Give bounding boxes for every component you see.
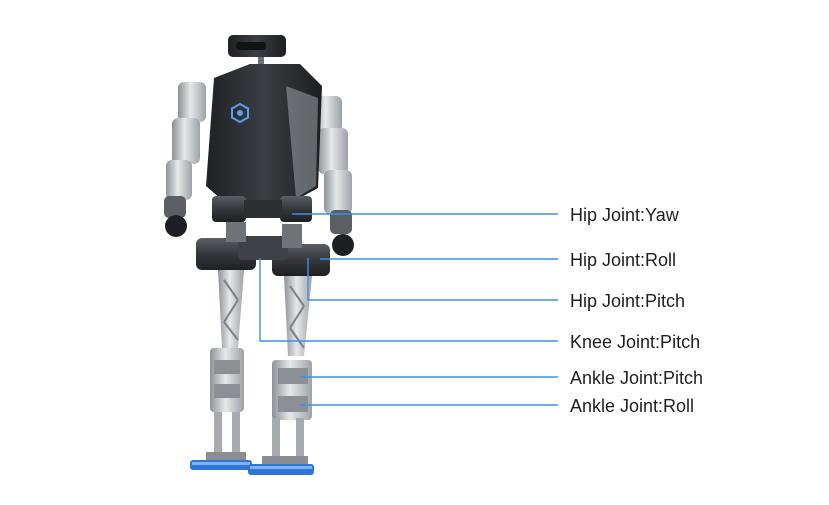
- label-hip-pitch: Hip Joint:Pitch: [570, 291, 685, 311]
- label-knee-pitch: Knee Joint:Pitch: [570, 332, 700, 352]
- label-hip-roll: Hip Joint:Roll: [570, 250, 676, 270]
- robot-right-leg: [248, 276, 314, 475]
- robot-illustration: [164, 35, 354, 475]
- joint-labels: Hip Joint:Yaw Hip Joint:Roll Hip Joint:P…: [570, 205, 703, 416]
- leader-line-hip-pitch: [307, 258, 558, 301]
- robot-left-arm: [164, 82, 206, 237]
- leader-lines: [259, 213, 558, 406]
- label-hip-yaw: Hip Joint:Yaw: [570, 205, 680, 225]
- label-ankle-pitch: Ankle Joint:Pitch: [570, 368, 703, 388]
- label-ankle-roll: Ankle Joint:Roll: [570, 396, 694, 416]
- brand-logo-icon: [231, 102, 249, 124]
- leader-line-knee-pitch: [259, 258, 558, 342]
- robot-torso: [206, 64, 322, 222]
- robot-left-leg: [190, 270, 252, 470]
- robot-hip-assembly: [196, 222, 330, 276]
- robot-head: [228, 35, 286, 68]
